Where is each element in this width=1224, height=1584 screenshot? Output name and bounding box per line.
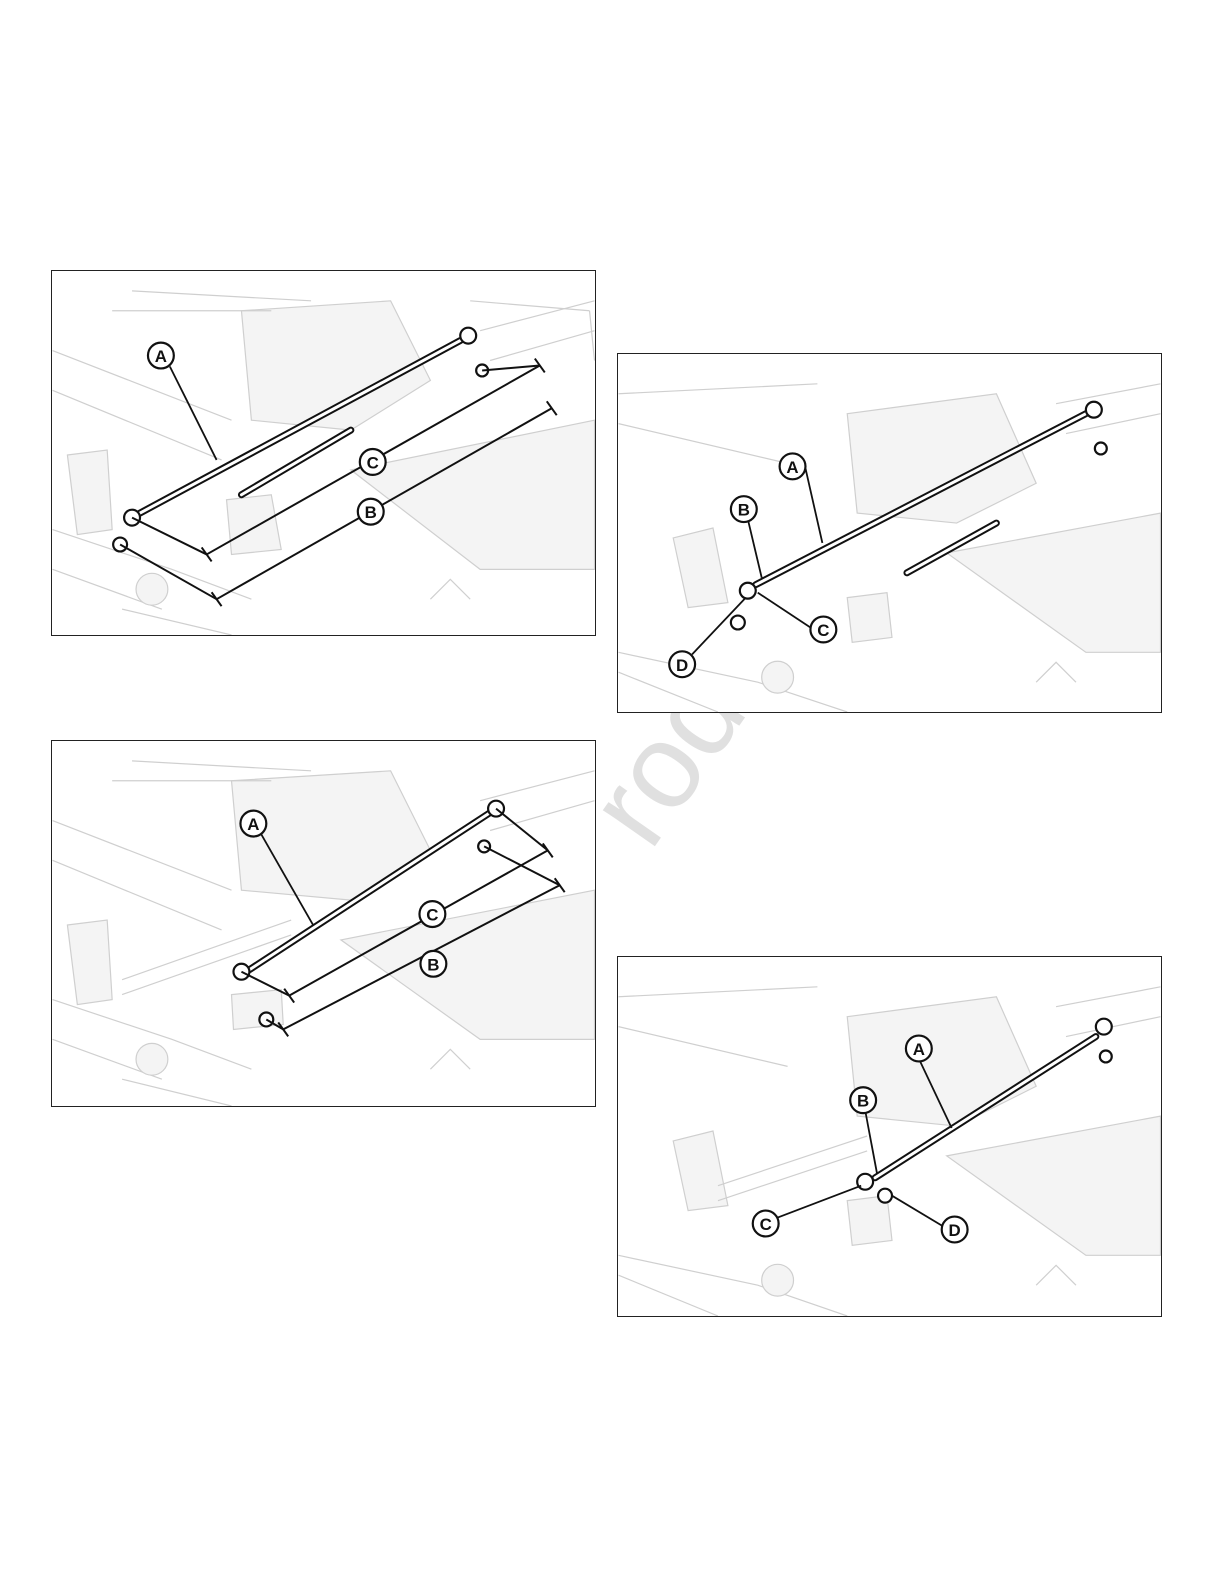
callout-a: A [240, 811, 266, 837]
callout-b-leader [865, 1110, 877, 1174]
callout-c: C [810, 617, 836, 643]
rod-end-joint [857, 1174, 873, 1190]
background-mower-frame [52, 761, 594, 1106]
svg-text:A: A [913, 1040, 925, 1059]
svg-text:B: B [365, 503, 377, 522]
callout-a-leader [170, 366, 217, 459]
figure-4-rod-end-detail: A B C D [617, 956, 1162, 1317]
callout-b: B [420, 951, 446, 977]
background-mower-frame [619, 384, 1161, 712]
svg-text:C: C [367, 453, 379, 472]
rod-end-joint [740, 583, 756, 599]
svg-text:A: A [247, 815, 259, 834]
callout-a-leader [805, 468, 822, 543]
callout-a: A [906, 1036, 932, 1062]
callout-b-leader [748, 519, 762, 578]
callout-c: C [419, 901, 445, 927]
dimension-c-left-extension [132, 518, 207, 555]
figure-1-linkage-measurement: A C B [51, 270, 596, 636]
callout-d: D [942, 1217, 968, 1243]
callout-b: B [850, 1087, 876, 1113]
rod-end-joint-right [460, 328, 476, 344]
svg-text:D: D [676, 656, 688, 675]
figure-2-drawing: A B C D [618, 354, 1161, 712]
svg-text:C: C [760, 1215, 772, 1234]
svg-text:C: C [426, 906, 438, 925]
rod-end-joint-left [124, 510, 140, 526]
figure-3-linkage-measurement: A C B [51, 740, 596, 1107]
svg-text:B: B [738, 501, 750, 520]
svg-text:C: C [817, 621, 829, 640]
callout-b: B [731, 496, 757, 522]
background-mower-frame [619, 987, 1161, 1316]
figure-1-drawing: A C B [52, 271, 595, 635]
callout-c-leader [758, 593, 811, 628]
figure-2-rod-end-detail: A B C D [617, 353, 1162, 713]
figure-3-drawing: A C B [52, 741, 595, 1106]
callout-d-leader [892, 1196, 942, 1226]
background-mower-frame [52, 291, 594, 635]
svg-text:A: A [786, 458, 798, 477]
svg-text:D: D [949, 1221, 961, 1240]
callout-c: C [360, 449, 386, 475]
callout-a: A [148, 343, 174, 369]
callout-d: D [669, 651, 695, 677]
callout-c: C [753, 1211, 779, 1237]
callout-b: B [358, 499, 384, 525]
figure-4-drawing: A B C D [618, 957, 1161, 1316]
svg-text:A: A [155, 347, 167, 366]
svg-text:B: B [427, 955, 439, 974]
callout-a: A [780, 453, 806, 479]
svg-text:B: B [857, 1092, 869, 1111]
